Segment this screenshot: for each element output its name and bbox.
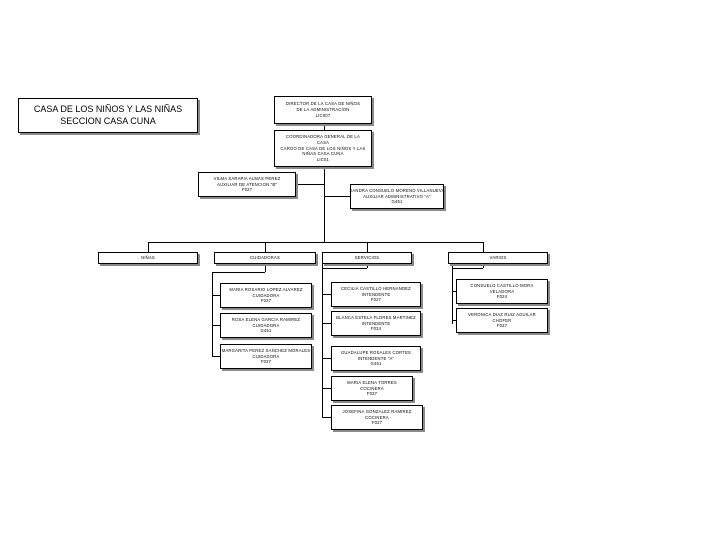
group-cuidadoras: CUIDADORAS [214,252,316,264]
connector-group-cuidadoras [265,242,266,252]
connector-varios-drop [483,264,484,268]
node-assistant-right-line-3: G451 [391,199,403,205]
connector-servicio-4 [322,388,331,389]
node-coordinator-line-5: LIC01 [316,157,330,162]
node-coordinator-line-1: COORDINADORA GENERAL DE LA [286,134,360,140]
org-title-line-1: CASA DE LOS NIÑOS Y LAS NIÑAS [33,104,183,115]
staff-servicio-4: MARIA ELENA TORRES COCINERA F027 [331,376,413,401]
staff-servicio-5: JOSEFINA GONZALEZ RAMIREZ COCINERA F027 [331,405,423,430]
staff-servicio-1-role: INTENDENTE [361,291,391,297]
group-varios: VARIOS [448,252,548,264]
connector-group-ninas [148,242,149,252]
node-assistant-right: SANDRA CONSUELO MORENO VILLANUEVA AUXILI… [349,184,445,209]
staff-servicio-2-role: INTENDENTE [361,320,391,326]
staff-servicio-2: BLANCA ESTELA FLORES MARTINEZ INTENDENTE… [331,311,421,336]
org-title-line-2: SECCION CASA CUNA [60,115,156,126]
staff-cuidadora-3-role: CUIDADORA [252,353,280,359]
connector-cuidadoras-bar [212,272,265,273]
connector-group-varios [483,242,484,252]
staff-servicio-5-name: JOSEFINA GONZALEZ RAMIREZ [342,408,412,414]
staff-cuidadora-3: MARGARITA PEREZ SANCHEZ MORALES CUIDADOR… [220,344,312,369]
staff-servicio-1: CECILIA CASTILLO HERNANDEZ INTENDENTE F0… [331,282,421,307]
org-title: CASA DE LOS NIÑOS Y LAS NIÑAS SECCION CA… [18,98,198,133]
staff-cuidadora-1-role: CUIDADORA [252,292,280,298]
connector-cuidadoras-spine [212,272,213,356]
staff-cuidadora-2-role: CUIDADORA [252,322,280,328]
connector-varios-2 [452,320,456,321]
staff-servicio-2-name: BLANCA ESTELA FLORES MARTINEZ [336,314,416,320]
connector-servicios-drop [367,264,368,268]
group-cuidadoras-label: CUIDADORAS [250,255,280,261]
staff-varios-2-role: CHOFER [492,317,512,323]
group-ninas: NIÑAS [98,252,198,264]
staff-varios-1-name: CONSUELO CASTILLO MORA [470,282,534,288]
connector-servicio-3 [322,358,331,359]
connector-cuidadoras-branch [265,264,266,272]
staff-servicio-4-name: MARIA ELENA TORRES [347,379,397,385]
connector-assistant-right [324,196,350,197]
connector-cuidadora-3 [212,356,220,357]
staff-varios-1-role: VELADORA [489,288,515,294]
staff-varios-1-code: F024 [496,294,508,300]
staff-servicio-2-code: F024 [370,326,382,332]
node-assistant-left-line-1: VILMA SARAPIA ALMAS PEREZ [213,175,281,181]
node-director-line-3: LIC007 [315,112,331,118]
staff-cuidadora-1-code: F027 [260,298,272,304]
node-assistant-right-line-2: AUXILIAR ADMINISTRATIVO "A" [363,193,431,199]
staff-servicio-1-name: CECILIA CASTILLO HERNANDEZ [341,285,411,291]
staff-cuidadora-3-name: MARGARITA PEREZ SANCHEZ MORALES [221,347,311,353]
node-coordinator: COORDINADORA GENERAL DE LA CASA CARGO DE… [274,130,372,167]
staff-cuidadora-2-code: G451 [260,328,272,334]
connector-groups-bar [148,242,483,243]
connector-main-trunk [324,167,325,242]
staff-cuidadora-2-name: ROSA ELENA GARCIA RAMIREZ [231,316,301,322]
connector-servicio-2 [322,323,331,324]
staff-varios-2-code: F027 [496,323,508,329]
staff-servicio-3-role: INTENDENTE "A" [357,355,395,361]
staff-servicio-3: GUADALUPE ROSALES CORTES INTENDENTE "A" … [331,346,421,371]
node-coordinator-line-3: CARGO DE CASA DE LOS NIÑOS Y LAS [280,145,366,151]
connector-servicios-top [322,268,367,269]
connector-varios-1 [452,291,456,292]
staff-servicio-5-code: F027 [371,420,383,426]
group-servicios: SERVICIOS [322,252,412,264]
staff-servicio-3-code: G451 [370,361,382,367]
connector-varios-spine [452,264,453,324]
node-assistant-right-line-1: SANDRA CONSUELO MORENO VILLANUEVA [349,187,445,193]
node-assistant-left: VILMA SARAPIA ALMAS PEREZ AUXILIAR DE AT… [198,172,296,197]
node-director-line-1: DIRECTOR DE LA CASA DE NIÑOS [285,101,361,107]
staff-servicio-3-name: GUADALUPE ROSALES CORTES [340,349,412,355]
staff-cuidadora-3-code: F027 [260,359,272,365]
connector-servicio-5 [322,417,331,418]
node-coordinator-line-2: CASA [316,139,330,145]
staff-varios-2-name: VERONICA DIAZ RUIZ AGUILAR [468,311,536,317]
staff-servicio-1-code: F027 [370,297,382,303]
group-varios-label: VARIOS [489,255,507,261]
node-director: DIRECTOR DE LA CASA DE NIÑOS DE LA ADMIN… [274,96,372,124]
staff-cuidadora-1-name: MARIA ROSARIO LOPEZ ALVAREZ [229,286,303,292]
connector-servicio-1 [322,294,331,295]
node-assistant-left-line-3: F027 [241,187,253,193]
connector-director-to-coordinator [324,124,325,130]
connector-servicios-spine [322,264,323,418]
staff-servicio-5-role: COCINERA [365,414,389,420]
staff-cuidadora-2: ROSA ELENA GARCIA RAMIREZ CUIDADORA G451 [220,313,312,338]
staff-varios-1: CONSUELO CASTILLO MORA VELADORA F024 [456,279,548,304]
node-director-line-2: DE LA ADMINISTRACION [296,107,350,113]
connector-assistant-left [296,184,324,185]
connector-cuidadora-1 [212,295,220,296]
connector-group-servicios [367,242,368,252]
node-assistant-left-line-2: AUXILIAR DE ATENCION "B" [216,181,278,187]
staff-varios-2: VERONICA DIAZ RUIZ AGUILAR CHOFER F027 [456,308,548,333]
staff-cuidadora-1: MARIA ROSARIO LOPEZ ALVAREZ CUIDADORA F0… [220,283,312,308]
staff-servicio-4-role: COCINERA [360,385,384,391]
connector-varios-top [452,268,483,269]
node-coordinator-line-4: NIÑAS CASA CUNA [302,151,344,157]
staff-servicio-4-code: F027 [366,391,378,397]
group-ninas-label: NIÑAS [141,255,155,261]
connector-cuidadora-2 [212,325,220,326]
group-servicios-label: SERVICIOS [354,255,380,261]
